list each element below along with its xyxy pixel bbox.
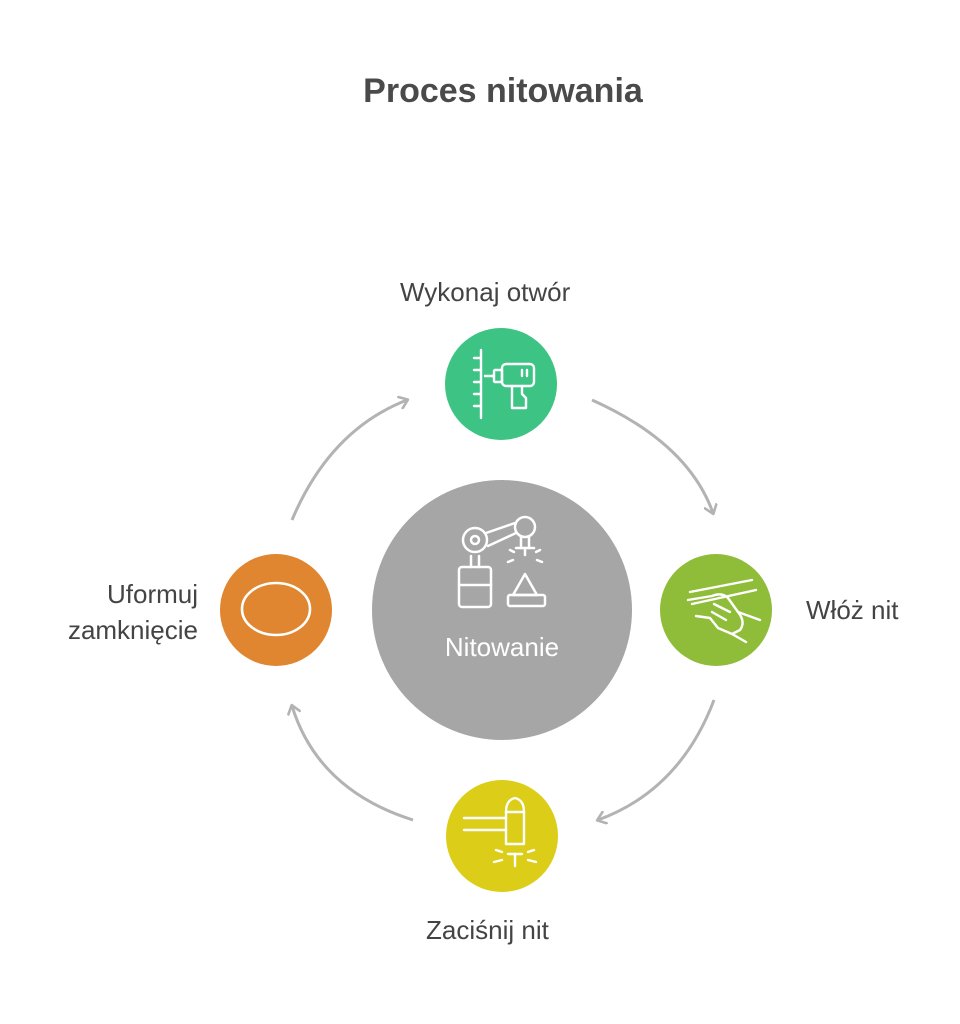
arrow-top-left bbox=[290, 400, 407, 521]
robot-arm-riveting-icon bbox=[457, 515, 547, 609]
step-circle-drill bbox=[445, 328, 557, 440]
drill-icon bbox=[472, 348, 536, 420]
step-circle-insert bbox=[660, 554, 772, 666]
hand-inserting-rivet-icon bbox=[686, 578, 762, 644]
arrow-bottom-right bbox=[598, 699, 716, 820]
arrow-bottom-left bbox=[292, 706, 414, 822]
diagram-title: Proces nitowania bbox=[363, 72, 643, 110]
step-label-form-line2: zamknięcie bbox=[67, 615, 198, 645]
step-circle-form bbox=[220, 554, 332, 666]
center-circle bbox=[372, 480, 632, 740]
closing-head-oval-icon bbox=[240, 581, 312, 637]
arrow-top-right bbox=[591, 398, 713, 513]
rivet-clamp-icon bbox=[462, 796, 538, 868]
step-label-form: Uformuj zamknięcie bbox=[68, 576, 198, 648]
step-circle-clamp bbox=[446, 780, 558, 892]
step-label-clamp: Zaciśnij nit bbox=[426, 915, 549, 945]
step-label-form-line1: Uformuj bbox=[106, 579, 198, 609]
step-label-insert: Włóż nit bbox=[806, 595, 899, 625]
center-label: Nitowanie bbox=[445, 632, 559, 662]
step-label-drill: Wykonaj otwór bbox=[400, 277, 571, 307]
